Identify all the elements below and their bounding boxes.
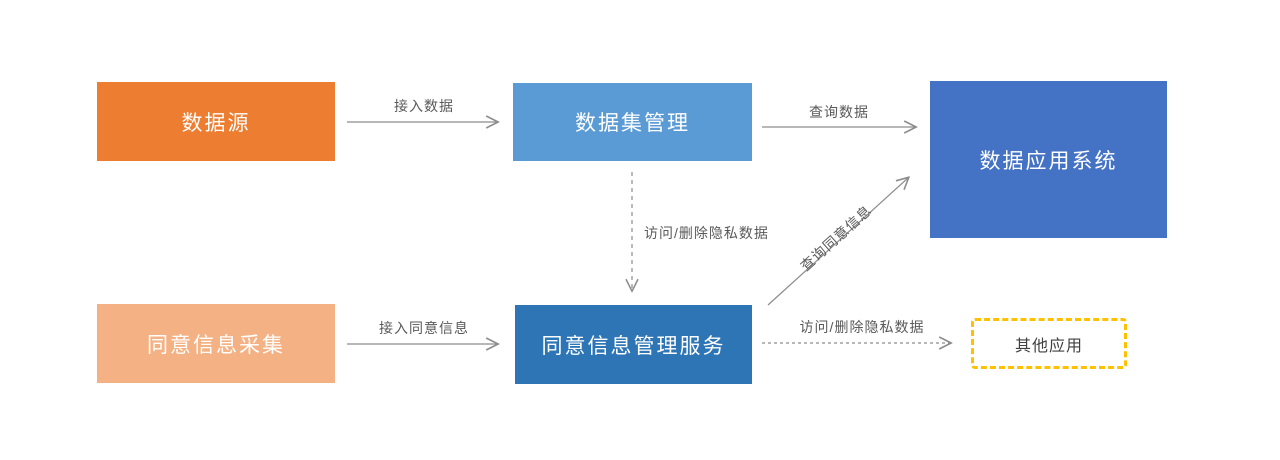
edge-label-query-data: 查询数据 [809, 104, 869, 120]
node-data-application-system: 数据应用系统 [930, 81, 1167, 238]
edge-label-access-delete-private-data-horizontal: 访问/删除隐私数据 [799, 319, 925, 335]
node-dataset-management: 数据集管理 [513, 83, 752, 161]
node-consent-management-service: 同意信息管理服务 [515, 305, 752, 384]
node-other-applications: 其他应用 [971, 318, 1127, 369]
edge-label-access-consent-info: 接入同意信息 [379, 320, 469, 336]
node-consent-collection: 同意信息采集 [97, 304, 335, 383]
edge-label-query-consent-info: 查询同意信息 [797, 201, 875, 275]
edge-label-access-data: 接入数据 [394, 98, 454, 114]
edge-label-access-delete-private-data-vertical: 访问/删除隐私数据 [644, 225, 769, 241]
node-data-source: 数据源 [97, 82, 335, 161]
